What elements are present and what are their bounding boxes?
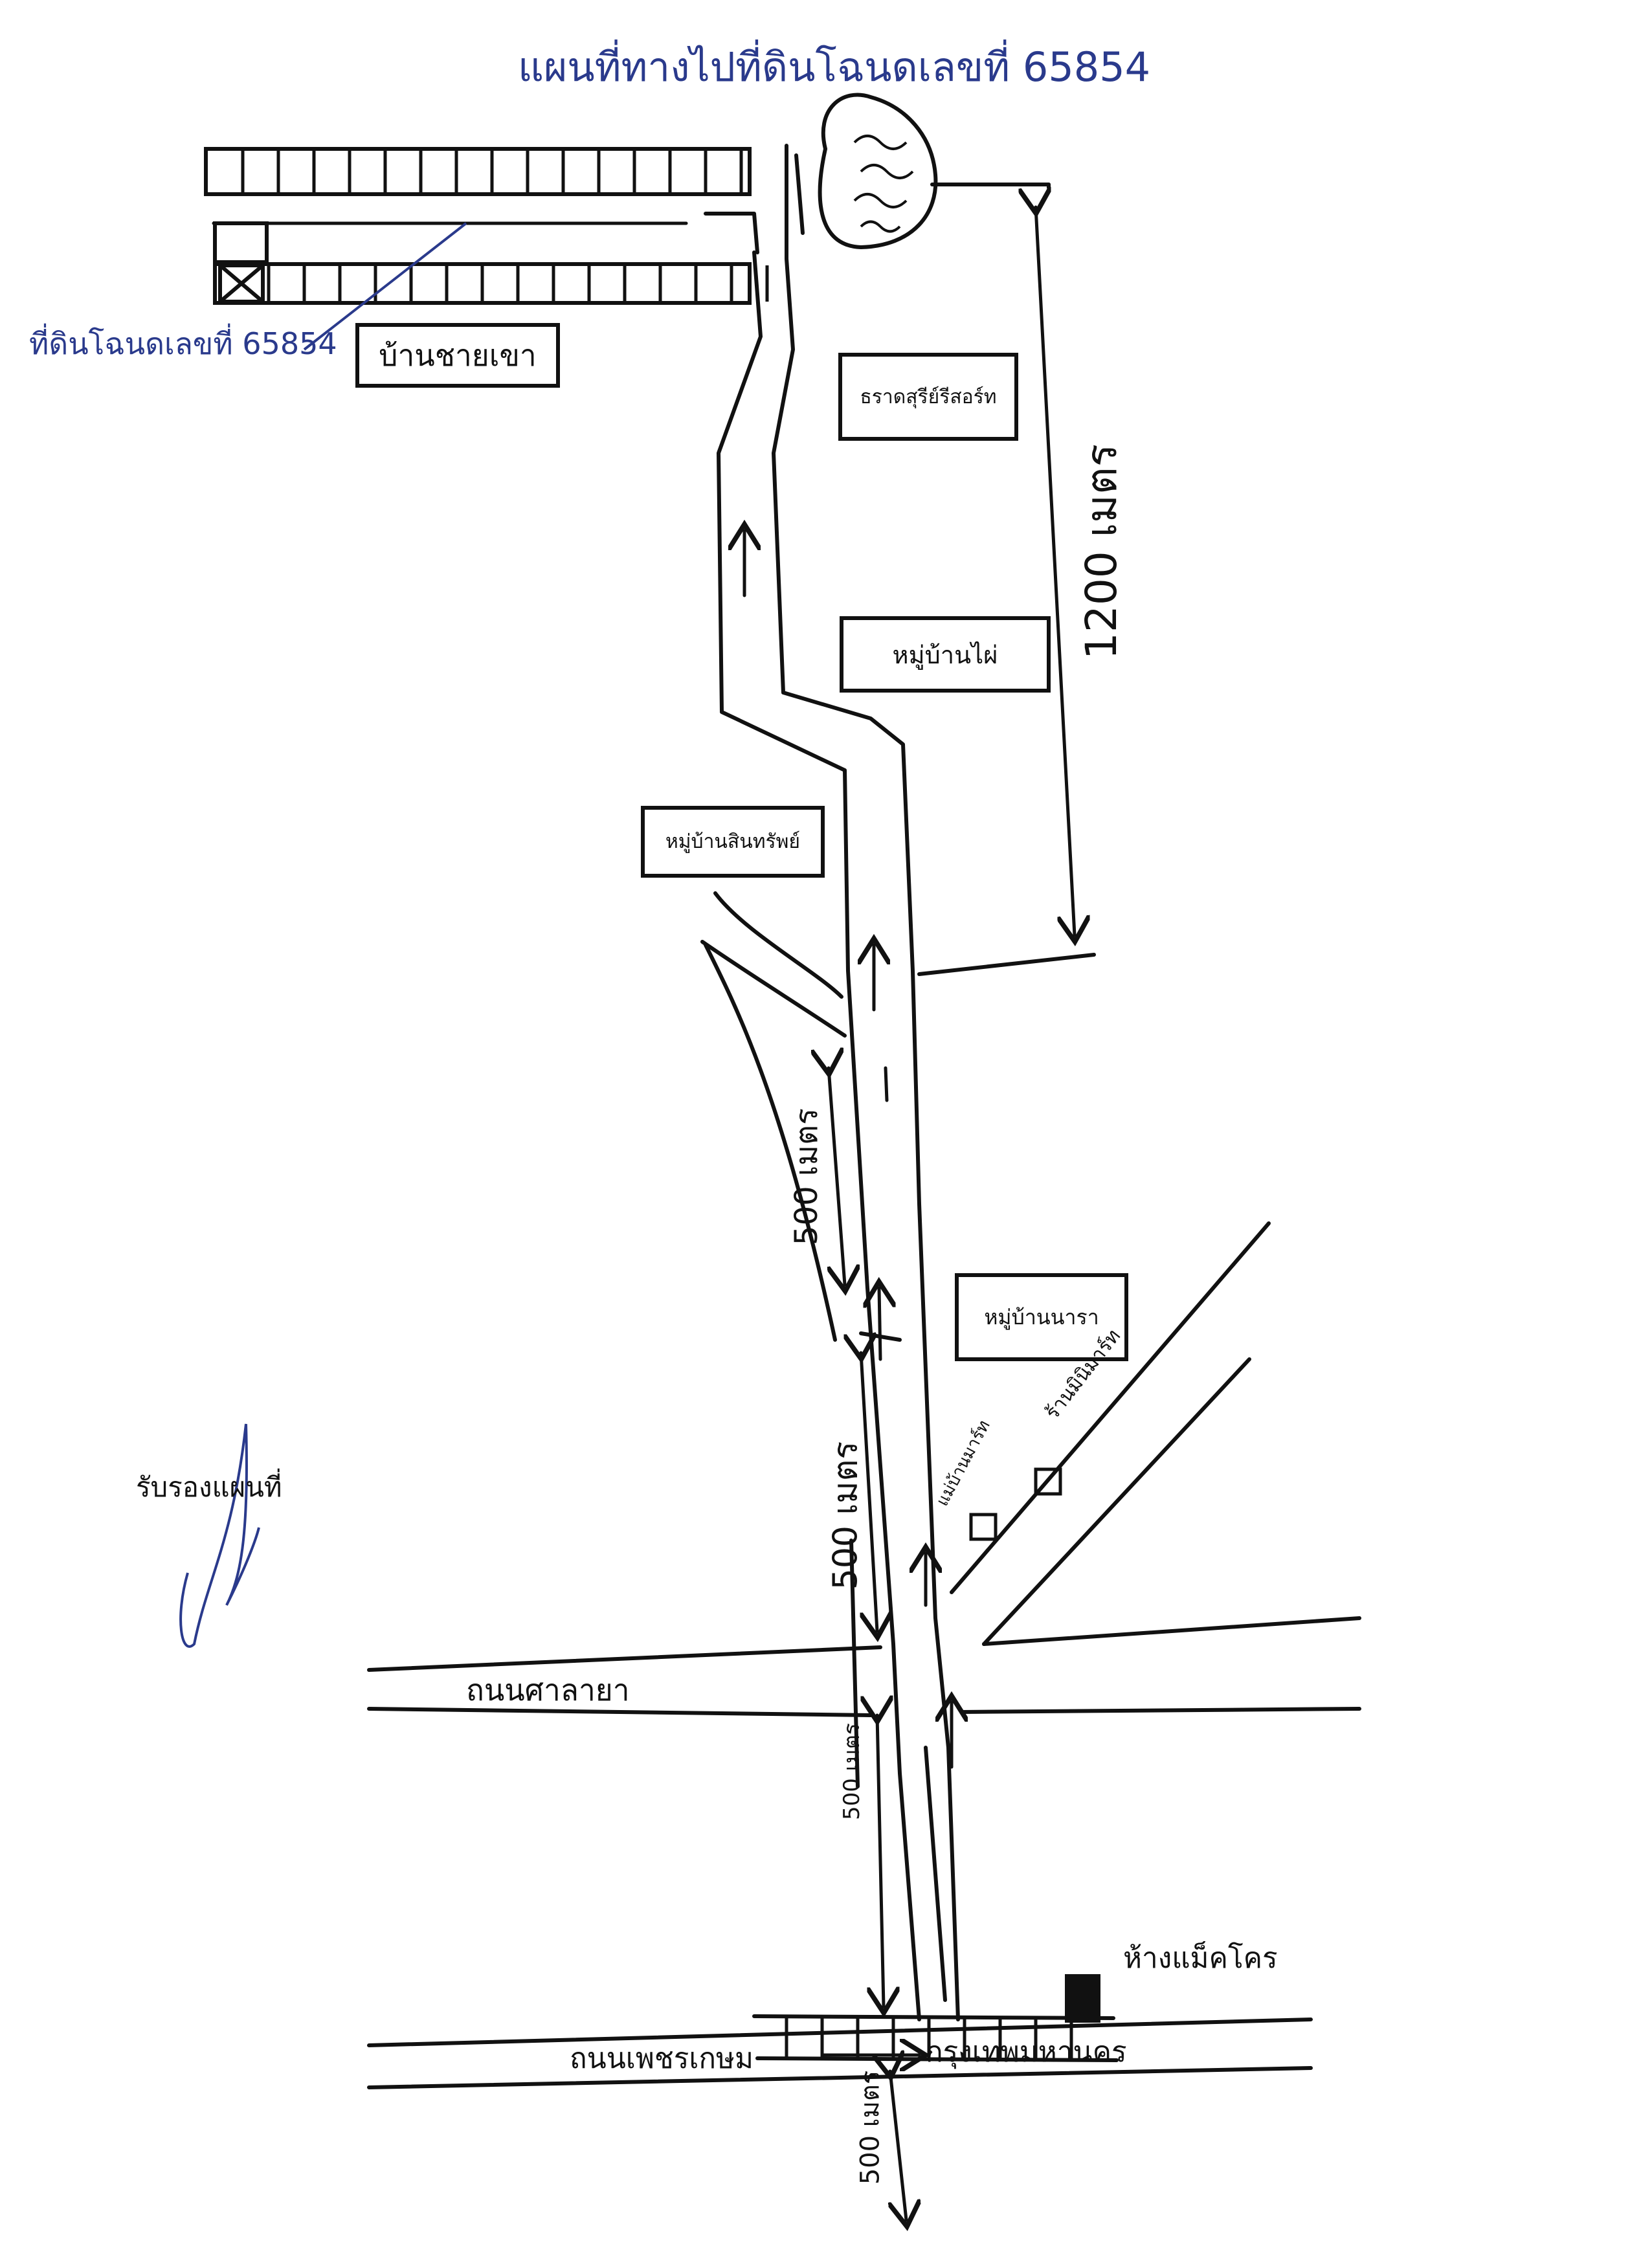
signature <box>179 1423 260 1648</box>
label-road-kanan: ถนนศาลายา <box>466 1673 630 1707</box>
makro-building <box>1065 1974 1100 2023</box>
map-title: แผนที่ทางไปที่ดินโฉนดเลขที่ 65854 <box>518 43 1151 91</box>
label-to-bangkok: กรุงเทพมหานคร <box>926 2036 1127 2069</box>
distance-500-low: 500 เมตร <box>839 1722 865 1821</box>
label-makro: ห้างแม็คโคร <box>1123 1942 1278 1975</box>
label-mu-ban-nara: หมู่บ้านนารา <box>984 1304 1099 1329</box>
distance-500-top: 500 เมตร <box>788 1108 825 1245</box>
label-thara-resort: ธราดสุรีย์รีสอร์ท <box>860 385 997 408</box>
plot-marker <box>218 222 467 351</box>
label-mu-ban-phai: หมู่บ้านไผ่ <box>892 640 998 669</box>
label-ban-chai-khao: บ้านชายเขา <box>379 337 537 373</box>
distance-1200: 1200 เมตร <box>1077 443 1127 660</box>
label-mu-ban-sin-sap: หมู่บ้านสินทรัพย์ <box>665 830 800 853</box>
top-block-rows <box>204 147 769 305</box>
distance-500-mid: 500 เมตร <box>826 1441 865 1590</box>
label-road-phetkasem: ถนนเพชรเกษม <box>570 2042 754 2075</box>
distance-500-bottom: 500 เมตร <box>855 2070 886 2185</box>
label-plot: ที่ดินโฉนดเลขที่ 65854 <box>29 326 337 361</box>
label-certify: รับรองแผนที่ <box>136 1471 282 1503</box>
lake-shape <box>818 93 938 250</box>
